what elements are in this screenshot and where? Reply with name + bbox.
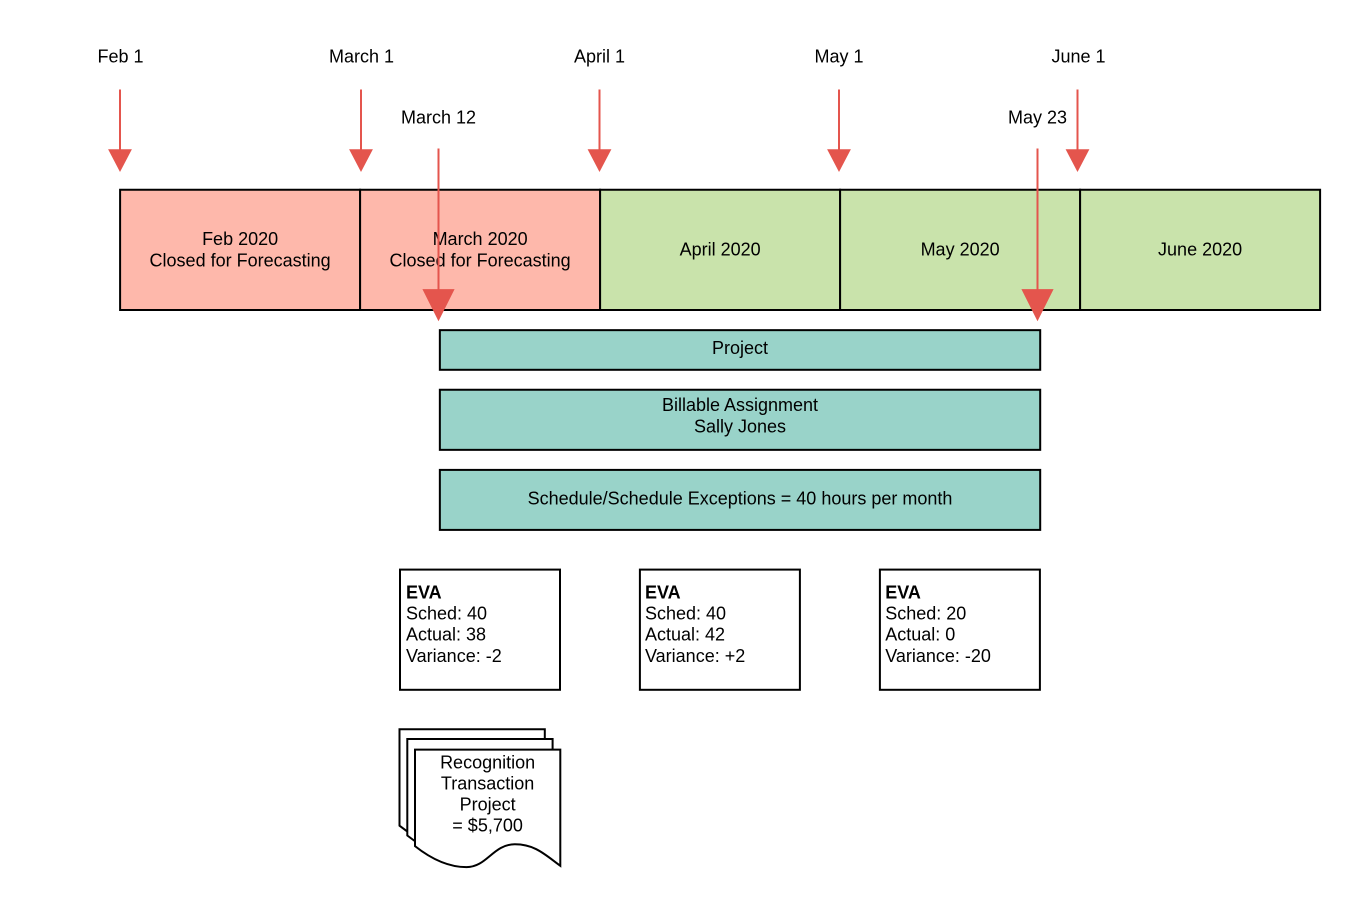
svg-text:March 2020: March 2020 [433,229,528,249]
svg-text:Sched: 40: Sched: 40 [645,604,726,624]
svg-text:Transaction: Transaction [441,774,534,794]
svg-text:Actual: 42: Actual: 42 [645,625,725,645]
svg-text:Variance: -20: Variance: -20 [885,646,991,666]
svg-text:May 23: May 23 [1008,108,1067,128]
svg-text:Actual: 0: Actual: 0 [885,625,955,645]
svg-text:Closed for Forecasting: Closed for Forecasting [150,250,331,270]
svg-text:May 2020: May 2020 [921,240,1000,260]
svg-text:Sched: 40: Sched: 40 [406,604,487,624]
svg-text:EVA: EVA [645,582,681,602]
svg-text:EVA: EVA [885,582,921,602]
svg-text:April 2020: April 2020 [680,240,761,260]
svg-text:Feb 2020: Feb 2020 [202,229,278,249]
svg-text:Project: Project [712,338,768,358]
svg-text:June 2020: June 2020 [1158,240,1242,260]
svg-text:June 1: June 1 [1051,47,1105,67]
svg-text:March 1: March 1 [329,47,394,67]
svg-text:Project: Project [460,795,516,815]
svg-text:March 12: March 12 [401,108,476,128]
svg-text:= $5,700: = $5,700 [452,816,523,836]
svg-text:April 1: April 1 [574,47,625,67]
svg-text:Billable Assignment: Billable Assignment [662,395,818,415]
svg-text:May 1: May 1 [814,47,863,67]
svg-text:Variance: -2: Variance: -2 [406,646,502,666]
svg-text:Schedule/Schedule Exceptions =: Schedule/Schedule Exceptions = 40 hours … [528,489,953,509]
svg-text:Closed for Forecasting: Closed for Forecasting [390,250,571,270]
svg-text:Recognition: Recognition [440,753,535,773]
svg-text:Actual: 38: Actual: 38 [406,625,486,645]
svg-text:Variance: +2: Variance: +2 [645,646,745,666]
svg-text:Feb 1: Feb 1 [97,47,143,67]
svg-text:EVA: EVA [406,582,442,602]
svg-text:Sally Jones: Sally Jones [694,417,786,437]
svg-text:Sched: 20: Sched: 20 [885,604,966,624]
